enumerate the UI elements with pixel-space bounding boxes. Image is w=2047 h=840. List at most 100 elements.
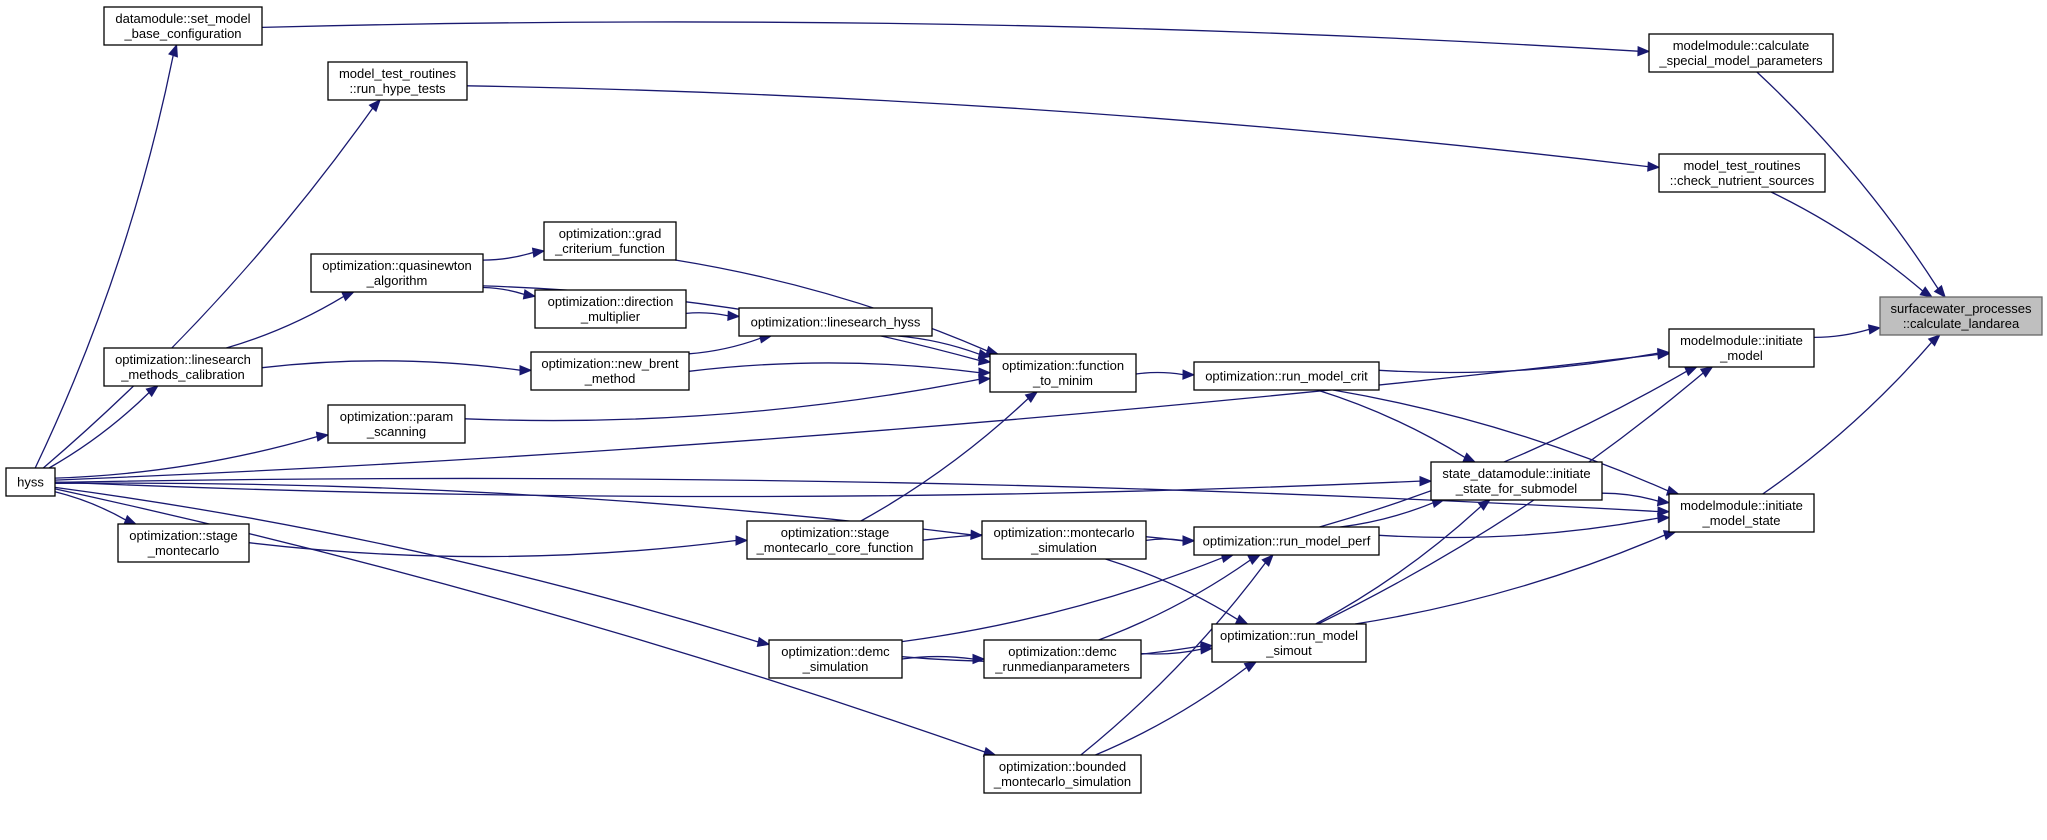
node-label: ::calculate_landarea — [1903, 316, 2020, 331]
arrowhead-icon — [1182, 369, 1196, 380]
node-box — [5, 467, 56, 497]
arrowhead-icon — [145, 385, 159, 398]
node-label: optimization::param — [340, 409, 453, 424]
node-box — [117, 523, 250, 563]
edge-optimization_quasinewton_algorithm-to-optimization_direction_multiplier — [482, 286, 537, 300]
node-optimization-function-to-minim[interactable]: optimization::function_to_minim — [989, 353, 1137, 393]
node-optimization-quasinewton-algorithm[interactable]: optimization::quasinewton_algorithm — [310, 253, 484, 293]
arrowhead-icon — [315, 431, 330, 442]
node-box — [1648, 33, 1834, 73]
arrowhead-icon — [1419, 475, 1433, 487]
node-surfacewater-processes-calculate-landarea[interactable]: surfacewater_processes::calculate_landar… — [1879, 296, 2043, 336]
node-label: optimization::function — [1002, 358, 1124, 373]
node-optimization-run-model-crit[interactable]: optimization::run_model_crit — [1193, 361, 1380, 391]
edge-optimization_demc_runmedianparameters-to-optimization_run_model_simout — [1140, 643, 1214, 655]
node-optimization-param-scanning[interactable]: optimization::param_scanning — [327, 404, 466, 444]
node-label: optimization::stage — [129, 528, 237, 543]
node-optimization-linesearch-methods-calibration[interactable]: optimization::linesearch_methods_calibra… — [103, 347, 263, 387]
edge-datamodule_set_model_base_configuration-to-modelmodule_calculate_special_model_parameters — [261, 21, 1651, 57]
node-model-test-routines-check-nutrient-sources[interactable]: model_test_routines::check_nutrient_sour… — [1658, 153, 1826, 193]
edge-modelmodule_calculate_special_model_parameters-to-surfacewater_processes_calculate_landarea — [1756, 71, 1946, 299]
edge-line — [688, 362, 980, 374]
arrowhead-icon — [978, 374, 992, 385]
node-optimization-direction-multiplier[interactable]: optimization::direction_multiplier — [534, 289, 687, 329]
edge-line — [248, 539, 737, 558]
node-box — [768, 639, 903, 679]
edge-optimization_linesearch_methods_calibration-to-optimization_quasinewton_algorithm — [226, 291, 355, 349]
node-optimization-new-brent-method[interactable]: optimization::new_brent_method — [530, 351, 690, 391]
node-optimization-run-model-simout[interactable]: optimization::run_model_simout — [1211, 623, 1367, 663]
node-optimization-montecarlo-simulation[interactable]: optimization::montecarlo_simulation — [981, 520, 1147, 560]
node-box — [530, 351, 690, 391]
node-label: optimization::linesearch — [115, 352, 251, 367]
edge-model_test_routines_check_nutrient_sources-to-surfacewater_processes_calculate_landarea — [1770, 191, 1933, 298]
node-state-datamodule-initiate-state-for-submodel[interactable]: state_datamodule::initiate_state_for_sub… — [1430, 461, 1603, 501]
node-model-test-routines-run-hype-tests[interactable]: model_test_routines::run_hype_tests — [327, 61, 468, 101]
edge-line — [1332, 389, 1669, 492]
edge-line — [54, 353, 1659, 481]
edge-line — [860, 398, 1029, 522]
node-label: optimization::montecarlo — [994, 525, 1135, 540]
node-box — [1193, 361, 1380, 391]
node-label: _runmedianparameters — [994, 659, 1130, 674]
node-label: _montecarlo — [147, 543, 220, 558]
edge-hyss-to-state_datamodule_initiate_state_for_submodel — [54, 475, 1433, 498]
arrowhead-icon — [519, 364, 533, 376]
edge-optimization_stage_montecarlo-to-optimization_stage_montecarlo_core_function — [248, 535, 749, 558]
node-label: _to_minim — [1032, 373, 1093, 388]
edge-optimization_quasinewton_algorithm-to-optimization_grad_criterium_function — [482, 247, 546, 261]
node-optimization-run-model-perf[interactable]: optimization::run_model_perf — [1193, 526, 1380, 556]
node-label: optimization::run_model_perf — [1203, 534, 1371, 549]
arrowhead-icon — [972, 653, 986, 665]
edge-hyss-to-optimization_demc_simulation — [54, 486, 771, 648]
node-box — [1879, 296, 2043, 336]
node-box — [983, 754, 1142, 794]
arrowhead-icon — [341, 291, 355, 302]
edge-line — [1378, 517, 1659, 539]
edge-hyss-to-optimization_linesearch_methods_calibration — [48, 385, 159, 469]
arrowhead-icon — [1919, 286, 1933, 298]
edge-line — [482, 285, 980, 362]
edge-line — [1770, 191, 1924, 292]
node-optimization-demc-runmedianparameters[interactable]: optimization::demc_runmedianparameters — [983, 639, 1142, 679]
node-optimization-stage-montecarlo-core-function[interactable]: optimization::stage_montecarlo_core_func… — [746, 520, 924, 560]
node-label: optimization::linesearch_hyss — [751, 315, 921, 330]
node-label: modelmodule::initiate — [1680, 498, 1803, 513]
node-label: _methods_calibration — [120, 367, 245, 382]
node-box — [1193, 526, 1380, 556]
edge-line — [1340, 502, 1434, 528]
arrowhead-icon — [531, 247, 546, 258]
node-box — [981, 520, 1147, 560]
edge-line — [42, 107, 374, 469]
edge-optimization_new_brent_method-to-optimization_linesearch_hyss — [688, 333, 773, 355]
edge-optimization_linesearch_methods_calibration-to-optimization_new_brent_method — [261, 360, 533, 376]
node-optimization-demc-simulation[interactable]: optimization::demc_simulation — [768, 639, 903, 679]
node-box — [738, 307, 933, 337]
arrowhead-icon — [977, 355, 992, 366]
arrowhead-icon — [727, 310, 741, 322]
arrowhead-icon — [1477, 499, 1491, 511]
node-optimization-linesearch-hyss[interactable]: optimization::linesearch_hyss — [738, 307, 933, 337]
node-optimization-bounded-montecarlo-simulation[interactable]: optimization::bounded_montecarlo_simulat… — [983, 754, 1142, 794]
node-hyss[interactable]: hyss — [5, 467, 56, 497]
edge-modelmodule_initiate_model_state-to-surfacewater_processes_calculate_landarea — [1762, 334, 1941, 495]
node-label: _state_for_submodel — [1455, 481, 1578, 496]
node-optimization-grad-criterium-function[interactable]: optimization::grad_criterium_function — [543, 221, 677, 261]
node-modelmodule-calculate-special-model-parameters[interactable]: modelmodule::calculate_special_model_par… — [1648, 33, 1834, 73]
node-optimization-stage-montecarlo[interactable]: optimization::stage_montecarlo — [117, 523, 250, 563]
node-datamodule-set-model-base-configuration[interactable]: datamodule::set_model_base_configuration — [103, 6, 263, 46]
edge-optimization_bounded_montecarlo_simulation-to-optimization_run_model_perf — [1080, 554, 1274, 756]
node-label: model_test_routines — [1683, 158, 1801, 173]
edge-line — [1145, 538, 1184, 542]
node-label: optimization::direction — [548, 294, 674, 309]
node-label: _simout — [1265, 643, 1312, 658]
edge-line — [685, 312, 729, 317]
edge-line — [54, 482, 972, 536]
edge-line — [675, 259, 988, 352]
node-modelmodule-initiate-model[interactable]: modelmodule::initiate_model — [1668, 328, 1815, 368]
edge-optimization_new_brent_method-to-optimization_function_to_minim — [688, 362, 992, 378]
node-label: _simulation — [802, 659, 869, 674]
node-label: _algorithm — [366, 273, 428, 288]
node-modelmodule-initiate-model-state[interactable]: modelmodule::initiate_model_state — [1668, 493, 1815, 533]
